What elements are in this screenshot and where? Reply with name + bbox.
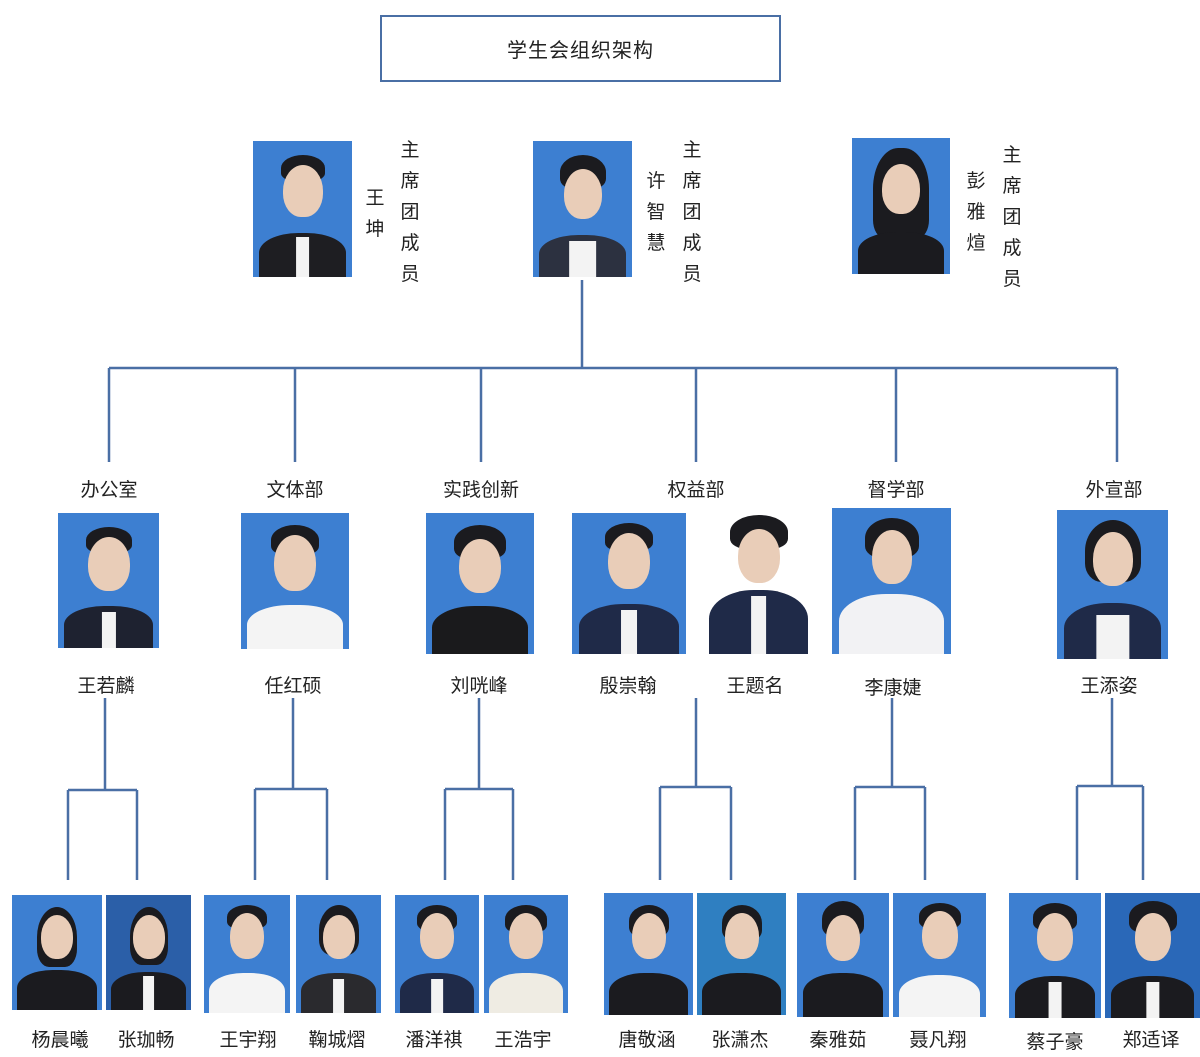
portrait-photo-head xyxy=(1057,510,1168,659)
member-name: 王浩宇 xyxy=(473,1025,573,1052)
head-name: 王添姿 xyxy=(1059,671,1159,698)
member-name: 张潇杰 xyxy=(690,1025,790,1052)
portrait-photo-member xyxy=(797,893,889,1017)
member-name: 唐敬涵 xyxy=(597,1025,697,1052)
portrait-photo-head xyxy=(426,513,534,654)
dept-label-office: 办公室 xyxy=(59,475,159,502)
dept-label-sports: 文体部 xyxy=(245,475,345,502)
portrait-photo-xu-zhihui xyxy=(533,141,632,277)
portrait-photo-wang-kun xyxy=(253,141,352,277)
member-name: 聂凡翔 xyxy=(888,1025,988,1052)
portrait-photo-head xyxy=(702,513,815,654)
chart-title: 学生会组织架构 xyxy=(380,15,781,82)
portrait-photo-peng-yaxuan xyxy=(852,138,950,274)
portrait-photo-member xyxy=(1009,893,1101,1018)
portrait-photo-member xyxy=(106,895,191,1010)
portrait-photo-member xyxy=(1105,893,1200,1018)
head-name: 王题名 xyxy=(705,671,805,698)
portrait-photo-head xyxy=(832,508,951,654)
portrait-photo-member xyxy=(12,895,102,1010)
dept-label-publicity: 外宣部 xyxy=(1064,475,1164,502)
dept-label-practice: 实践创新 xyxy=(421,475,541,502)
member-name: 王宇翔 xyxy=(198,1025,298,1052)
presidium-role: 主席团成员 xyxy=(680,135,704,290)
portrait-photo-head xyxy=(572,513,686,654)
portrait-photo-member xyxy=(697,893,786,1015)
portrait-photo-head xyxy=(241,513,349,649)
head-name: 李康婕 xyxy=(843,673,943,700)
presidium-role: 主席团成员 xyxy=(398,135,422,290)
head-name: 任红硕 xyxy=(243,671,343,698)
portrait-photo-member xyxy=(484,895,568,1013)
portrait-photo-member xyxy=(204,895,290,1013)
portrait-photo-member xyxy=(395,895,479,1013)
portrait-photo-head xyxy=(58,513,159,648)
head-name: 刘咣峰 xyxy=(429,671,529,698)
head-name: 王若麟 xyxy=(56,671,156,698)
head-name: 殷崇翰 xyxy=(578,671,678,698)
presidium-name: 王坤 xyxy=(363,183,387,245)
presidium-name: 许智慧 xyxy=(644,166,668,259)
member-name: 潘洋祺 xyxy=(384,1025,484,1052)
portrait-photo-member xyxy=(893,893,986,1017)
member-name: 张珈畅 xyxy=(96,1025,196,1052)
member-name: 鞠城熠 xyxy=(287,1025,387,1052)
presidium-role: 主席团成员 xyxy=(1000,140,1024,295)
portrait-photo-member xyxy=(604,893,693,1015)
member-name: 蔡子豪 xyxy=(1005,1027,1105,1054)
member-name: 郑适译 xyxy=(1101,1025,1200,1052)
dept-label-study: 督学部 xyxy=(846,475,946,502)
member-name: 杨晨曦 xyxy=(10,1025,110,1052)
dept-label-rights: 权益部 xyxy=(646,475,746,502)
member-name: 秦雅茹 xyxy=(788,1025,888,1052)
portrait-photo-member xyxy=(296,895,381,1013)
presidium-name: 彭雅煊 xyxy=(964,166,988,259)
